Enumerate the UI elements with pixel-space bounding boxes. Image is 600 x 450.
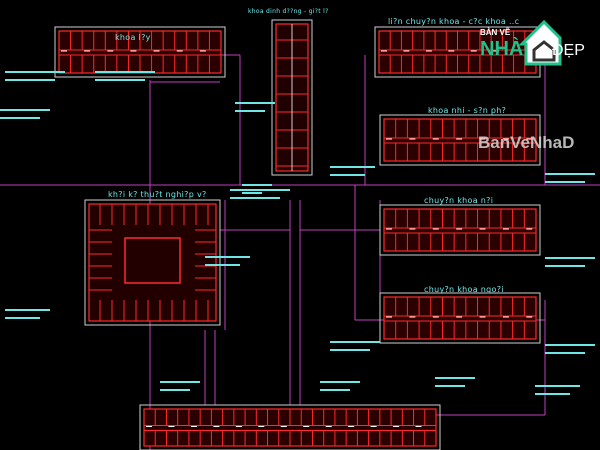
ward-khoi-ky-thuat-walls [88, 203, 217, 322]
logo-line2: NHÀ [480, 38, 524, 60]
label-khoi-ky-thuat: kh?i k? thu?t nghi?p v? [108, 190, 207, 199]
label-chuyen-khoa-ngoai: chuy?n khoa ngo?i [424, 285, 504, 294]
ward-dinh-duong [271, 19, 313, 176]
label-chuyen-khoa-noi: chuy?n khoa n?i [424, 196, 494, 205]
ward-chuyen-khoa-noi [379, 204, 541, 256]
watermark-text: BanVeNhaD [478, 133, 575, 152]
ward-khoa-nhi-walls [383, 118, 537, 162]
ward-chuyen-khoa-ngoai-walls [383, 296, 537, 340]
ward-bottom-block [139, 404, 441, 450]
brand-logo: BẢN VẼ NHÀ ĐẸP [478, 14, 596, 66]
ward-chuyen-khoa-noi-walls [383, 208, 537, 252]
label-dinh-duong: khoa dinh d??ng - gi?t l? [248, 8, 329, 15]
central-hall [124, 237, 181, 284]
label-lien-chuyen-khoa: li?n chuy?n khoa - c?c khoa ..c [388, 17, 520, 26]
ward-chuyen-khoa-ngoai [379, 292, 541, 344]
ward-khoa-lay [54, 26, 226, 78]
ward-khoa-nhi [379, 114, 541, 166]
label-khoa-nhi: khoa nhi - s?n ph? [428, 106, 507, 115]
logo-line1: BẢN VẼ [480, 28, 511, 37]
label-khoa-lay: khoa l?y [115, 33, 151, 42]
logo-line3: ĐẸP [552, 42, 585, 59]
ward-khoi-ky-thuat [84, 199, 221, 326]
house-icon [518, 19, 562, 66]
